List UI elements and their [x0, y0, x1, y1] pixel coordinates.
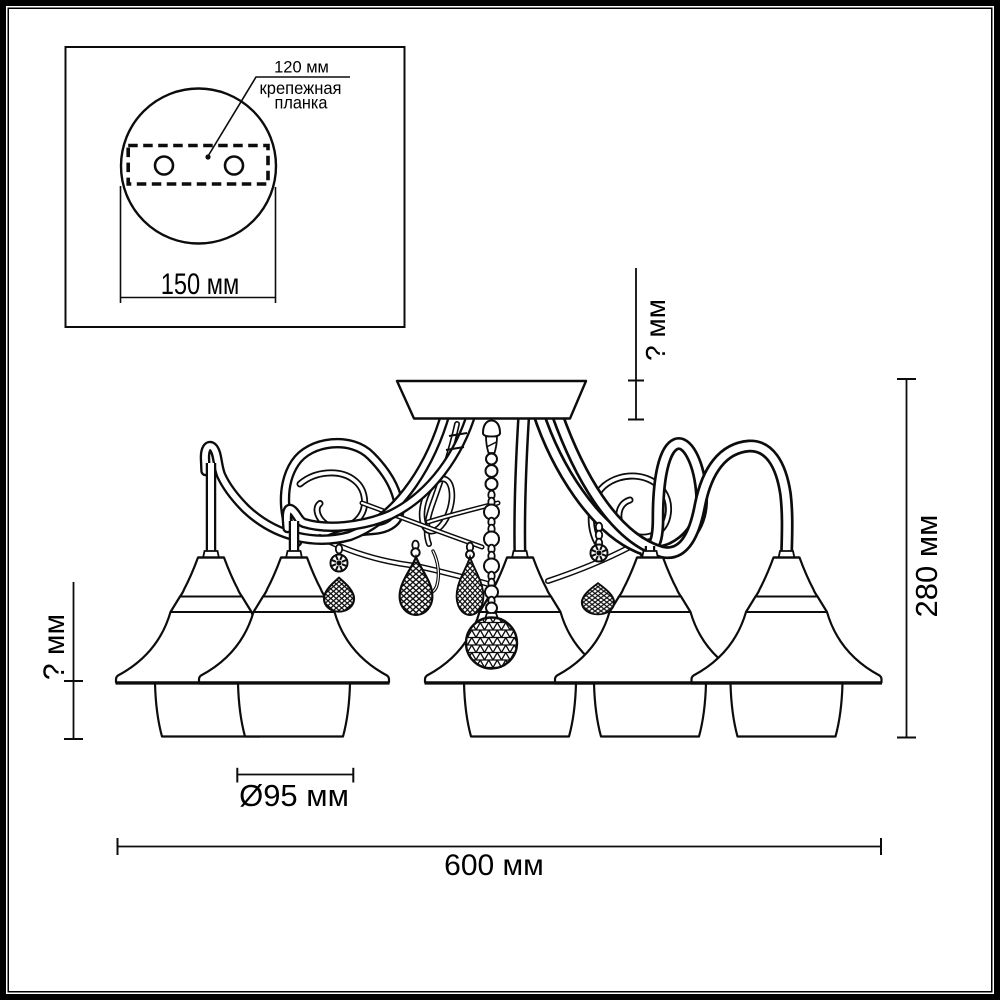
svg-text:600 мм: 600 мм — [444, 849, 544, 882]
svg-text:Ø95 мм: Ø95 мм — [239, 778, 349, 813]
svg-text:120 мм: 120 мм — [274, 59, 329, 77]
svg-text:? мм: ? мм — [38, 614, 71, 680]
svg-text:планка: планка — [275, 93, 328, 113]
svg-text:? мм: ? мм — [640, 299, 671, 361]
svg-text:150 мм: 150 мм — [161, 268, 240, 301]
svg-text:крепежная: крепежная — [260, 78, 342, 98]
svg-text:280 мм: 280 мм — [909, 515, 944, 618]
